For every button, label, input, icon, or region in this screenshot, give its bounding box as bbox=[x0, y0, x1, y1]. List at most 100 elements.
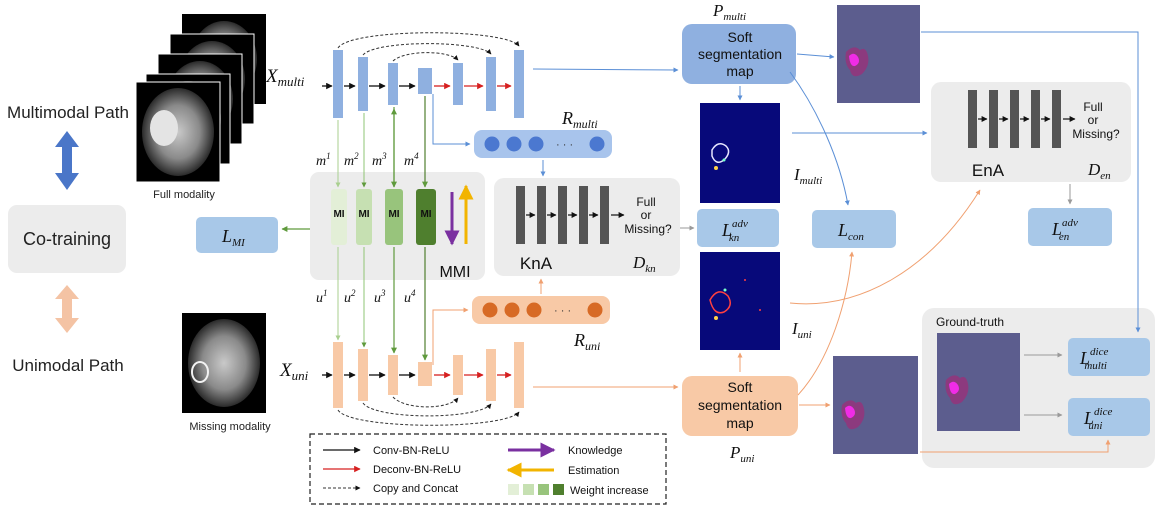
kna-discriminator bbox=[516, 186, 625, 244]
kna-label: KnA bbox=[520, 254, 553, 273]
kna-or: or bbox=[641, 208, 652, 222]
ground-truth-map bbox=[937, 333, 1020, 431]
multi-dec-block-1 bbox=[453, 63, 463, 105]
unimodal-path-label: Unimodal Path bbox=[12, 356, 124, 375]
uni-enc-block-2 bbox=[358, 349, 368, 401]
full-modality-label: Full modality bbox=[153, 189, 215, 201]
mi-block-1 bbox=[331, 189, 347, 245]
kna-full: Full bbox=[636, 195, 655, 209]
legend-conv: Conv-BN-ReLU bbox=[373, 445, 449, 457]
legend-deconv: Deconv-BN-ReLU bbox=[373, 464, 461, 476]
r-uni-label: Runi bbox=[573, 330, 600, 353]
double-arrow-blue bbox=[55, 131, 79, 190]
multimodal-unet bbox=[322, 32, 524, 118]
multi-bottleneck-block bbox=[418, 68, 432, 94]
co-training-box bbox=[8, 205, 126, 273]
d-en-label: Den bbox=[1087, 160, 1111, 182]
soft-seg-map-multi bbox=[682, 24, 796, 84]
uni-bottleneck-block bbox=[418, 362, 432, 386]
x-uni-label: Xuni bbox=[279, 360, 309, 383]
u-labels: u1 u2 u3 u4 bbox=[316, 288, 416, 306]
multi-dec-block-3 bbox=[514, 50, 524, 118]
multimodal-path-label: Multimodal Path bbox=[7, 103, 129, 122]
uni-enc-block-1 bbox=[333, 342, 343, 408]
kna-missing: Missing? bbox=[624, 222, 672, 236]
r-multi-label: Rmulti bbox=[561, 108, 598, 131]
uni-dec-block-1 bbox=[453, 355, 463, 395]
multi-enc-block-2 bbox=[358, 57, 368, 111]
ground-truth-label: Ground-truth bbox=[936, 315, 1004, 329]
mi-label-3: MI bbox=[388, 209, 399, 220]
ena-or: or bbox=[1088, 113, 1099, 127]
l-kn-adv-box bbox=[697, 209, 779, 247]
full-modality-mri-stack bbox=[135, 14, 266, 183]
ena-discriminator bbox=[968, 90, 1076, 148]
l-con-label: Lcon bbox=[837, 220, 864, 243]
l-en-adv-box bbox=[1028, 208, 1112, 246]
mi-block-3 bbox=[385, 189, 403, 245]
u2-label: u2 bbox=[344, 288, 356, 306]
uni-dec-block-3 bbox=[514, 342, 524, 408]
legend-knowledge: Knowledge bbox=[568, 445, 622, 457]
soft-seg-map-uni bbox=[682, 376, 798, 436]
missing-modality-label: Missing modality bbox=[189, 421, 271, 433]
legend-box bbox=[309, 433, 667, 505]
i-multi-map bbox=[700, 103, 780, 203]
m3-label: m3 bbox=[372, 151, 387, 169]
d-kn-label: Dkn bbox=[632, 253, 656, 275]
multi-enc-block-1 bbox=[333, 50, 343, 118]
soft-seg-uni-line3: map bbox=[726, 415, 753, 431]
missing-modality-mri bbox=[182, 313, 266, 413]
soft-seg-multi-line1: Soft bbox=[728, 29, 753, 45]
m4-label: m4 bbox=[404, 151, 419, 169]
legend-copy: Copy and Concat bbox=[373, 483, 458, 495]
soft-seg-multi-line3: map bbox=[726, 63, 753, 79]
uni-dec-block-2 bbox=[486, 349, 496, 401]
u3-label: u3 bbox=[374, 288, 386, 306]
unimodal-unet bbox=[322, 342, 524, 426]
ena-missing: Missing? bbox=[1072, 127, 1120, 141]
uni-enc-block-3 bbox=[388, 355, 398, 395]
ena-label: EnA bbox=[972, 161, 1005, 180]
soft-seg-multi-line2: segmentation bbox=[698, 46, 782, 62]
mi-label-4: MI bbox=[420, 209, 431, 220]
legend-weight: Weight increase bbox=[570, 485, 649, 497]
m-labels: m1 m2 m3 m4 bbox=[316, 151, 419, 169]
p-uni-label: Puni bbox=[729, 443, 754, 465]
double-arrow-orange bbox=[55, 285, 79, 333]
m2-label: m2 bbox=[344, 151, 359, 169]
ena-full: Full bbox=[1083, 100, 1102, 114]
u4-label: u4 bbox=[404, 288, 416, 306]
l-dice-multi-box bbox=[1068, 338, 1150, 376]
p-multi-label: Pmulti bbox=[712, 1, 746, 23]
mi-block-2 bbox=[356, 189, 372, 245]
seg-output-multi bbox=[837, 5, 920, 103]
legend-estimation: Estimation bbox=[568, 465, 619, 477]
m1-label: m1 bbox=[316, 151, 331, 169]
mi-label-1: MI bbox=[333, 209, 344, 220]
mmi-label: MMI bbox=[439, 264, 470, 281]
x-multi-label: Xmulti bbox=[265, 66, 305, 89]
co-training-label: Co-training bbox=[23, 229, 111, 249]
feature-arrows bbox=[335, 96, 428, 361]
mi-block-4 bbox=[416, 189, 436, 245]
l-dice-uni-box bbox=[1068, 398, 1150, 436]
multi-enc-block-3 bbox=[388, 63, 398, 105]
soft-seg-uni-line1: Soft bbox=[728, 379, 753, 395]
mi-label-2: MI bbox=[358, 209, 369, 220]
soft-seg-uni-line2: segmentation bbox=[698, 397, 782, 413]
u1-label: u1 bbox=[316, 288, 328, 306]
i-multi-label: Imulti bbox=[793, 165, 822, 187]
i-uni-label: Iuni bbox=[791, 319, 812, 341]
l-con-box bbox=[812, 210, 896, 248]
r-multi-dots: · · · bbox=[556, 139, 573, 151]
l-mi-label: LMI bbox=[221, 226, 246, 249]
i-uni-map bbox=[700, 252, 780, 350]
r-uni-dots: · · · bbox=[554, 305, 571, 317]
seg-output-uni bbox=[833, 356, 918, 454]
